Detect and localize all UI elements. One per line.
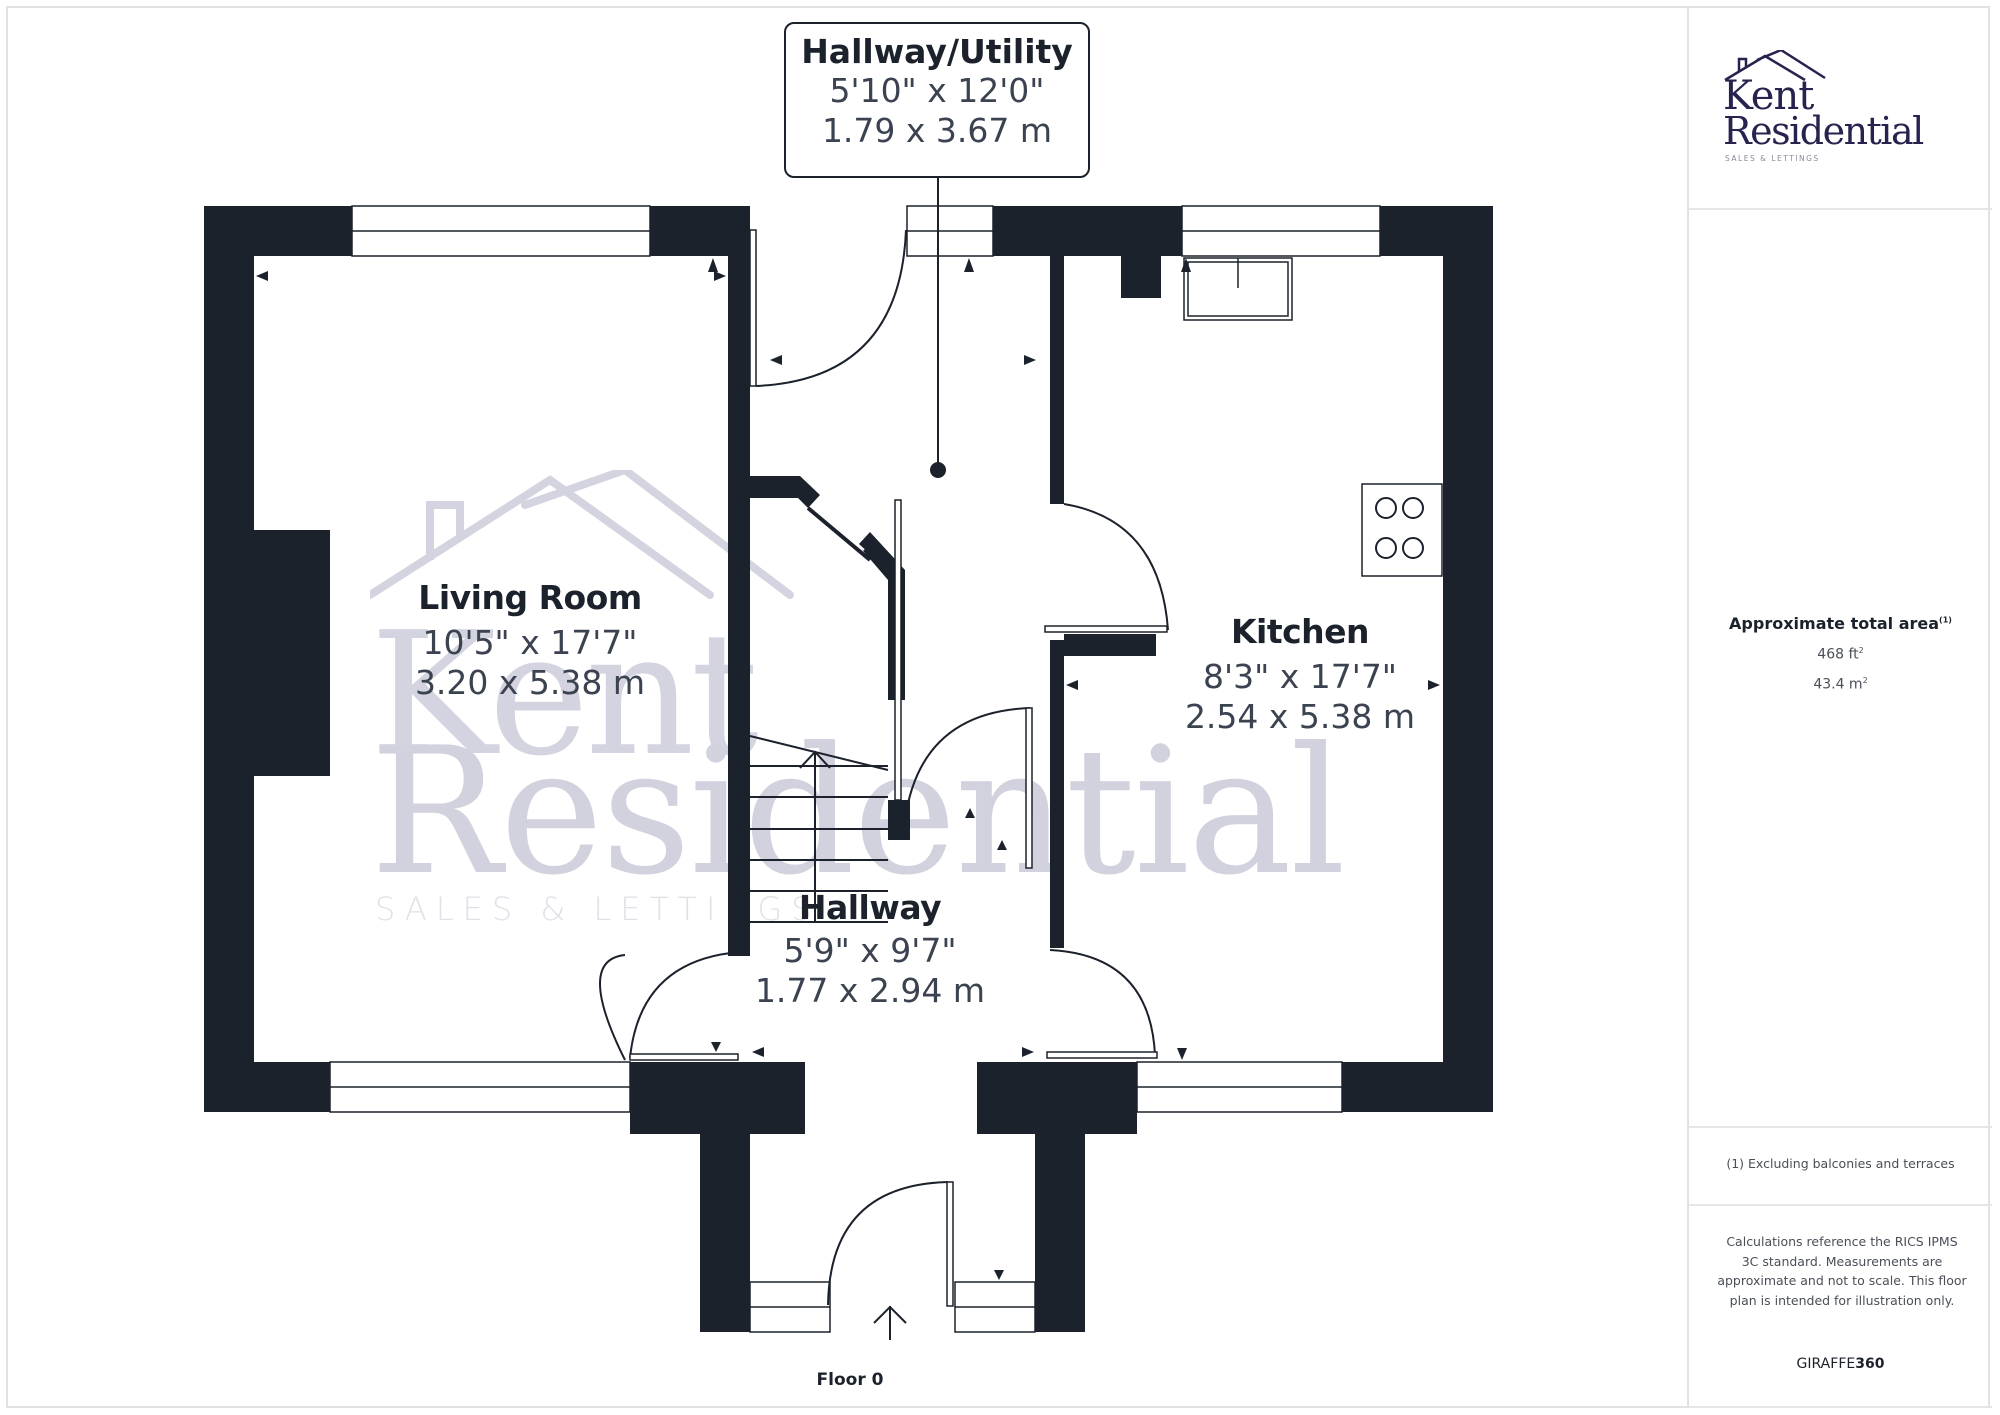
company-logo: Kent Residential SALES & LETTINGS	[1723, 50, 1963, 170]
info-sidebar: Kent Residential SALES & LETTINGS Approx…	[1687, 6, 1992, 1408]
brand-prefix: GIRAFFE	[1796, 1356, 1856, 1372]
footnote-text: (1) Excluding balconies and terraces	[1726, 1156, 1955, 1171]
room-dimensions-metric: 1.79 x 3.67 m	[821, 111, 1053, 150]
area-metric-value: 43.4 m	[1813, 676, 1863, 693]
room-name: Hallway	[798, 888, 942, 927]
floor-label: Floor 0	[816, 1370, 884, 1390]
area-metric-sup: 2	[1862, 676, 1868, 685]
area-imperial-sup: 2	[1858, 646, 1864, 655]
area-imperial-value: 468 ft	[1817, 646, 1859, 663]
room-name: Living Room	[418, 578, 642, 617]
room-dimensions-imperial: 5'9" x 9'7"	[783, 931, 957, 970]
room-label-living-room: Living Room 10'5" x 17'7" 3.20 x 5.38 m	[380, 578, 680, 703]
room-dimensions-imperial: 10'5" x 17'7"	[422, 623, 638, 662]
room-dimensions-imperial: 5'10" x 12'0"	[829, 71, 1045, 110]
room-name: Hallway/Utility	[801, 32, 1073, 71]
logo-line2: Residential	[1723, 109, 1924, 153]
footnote-ref: (1)	[1939, 615, 1952, 625]
room-label-hallway: Hallway 5'9" x 9'7" 1.77 x 2.94 m	[730, 888, 1010, 1011]
room-dimensions-metric: 1.77 x 2.94 m	[754, 971, 986, 1010]
logo-section: Kent Residential SALES & LETTINGS	[1689, 6, 1992, 210]
floor-plan-drawing	[204, 178, 1493, 1340]
house-roof-icon	[1724, 50, 1826, 82]
room-callout-hallway-utility: Hallway/Utility 5'10" x 12'0" 1.79 x 3.6…	[784, 22, 1090, 178]
room-dimensions-metric: 2.54 x 5.38 m	[1184, 697, 1416, 736]
area-title-text: Approximate total area	[1729, 614, 1940, 633]
footnote-section: (1) Excluding balconies and terraces	[1689, 1128, 1992, 1206]
room-dimensions-metric: 3.20 x 5.38 m	[414, 663, 646, 702]
logo-line1: Kent	[1723, 73, 1814, 119]
disclaimer-section: Calculations reference the RICS IPMS 3C …	[1689, 1206, 1992, 1408]
area-imperial: 468 ft2	[1689, 646, 1992, 663]
brand-suffix: 360	[1855, 1356, 1885, 1372]
logo-tagline: SALES & LETTINGS	[1725, 154, 1820, 163]
room-label-kitchen: Kitchen 8'3" x 17'7" 2.54 x 5.38 m	[1160, 612, 1440, 737]
room-name: Kitchen	[1230, 612, 1370, 651]
disclaimer-text: Calculations reference the RICS IPMS 3C …	[1717, 1234, 1967, 1308]
area-metric: 43.4 m2	[1689, 676, 1992, 693]
floor-plan: Kent Residential SALES & LETTINGS	[204, 22, 1493, 1390]
area-title: Approximate total area(1)	[1689, 614, 1992, 633]
room-dimensions-imperial: 8'3" x 17'7"	[1203, 657, 1397, 696]
area-section: Approximate total area(1) 468 ft2 43.4 m…	[1689, 210, 1992, 1128]
brand-mark: GIRAFFE360	[1689, 1356, 1992, 1372]
arrow-up-icon	[873, 1305, 907, 1340]
page-frame	[6, 6, 1990, 1408]
